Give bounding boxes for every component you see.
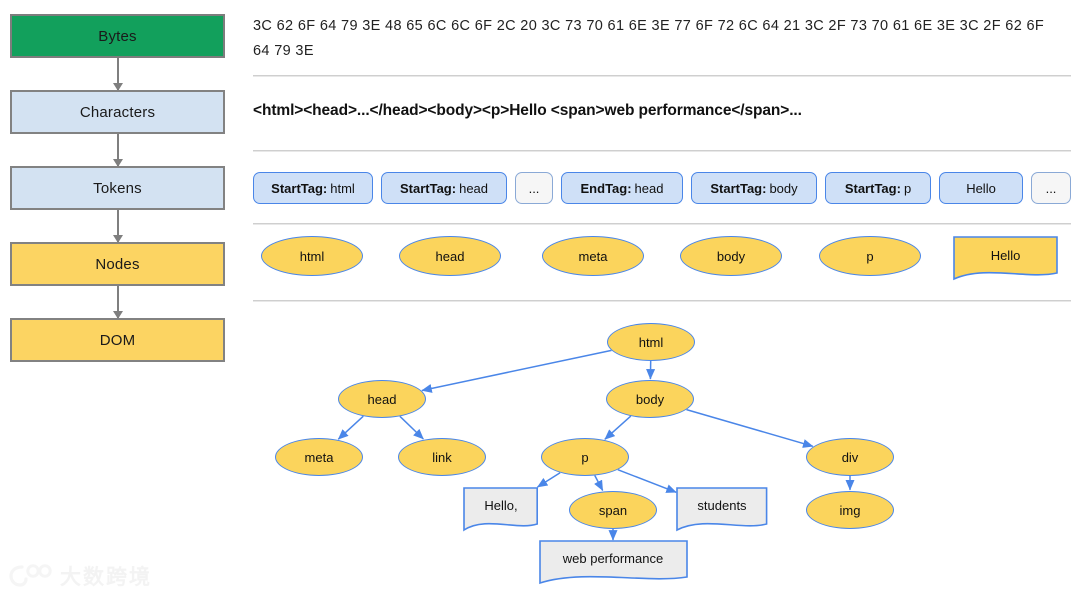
node-ellipse-body[interactable]: body [680, 236, 782, 276]
tree-edge-body-to-div [686, 408, 814, 448]
node-ellipse-meta[interactable]: meta [542, 236, 644, 276]
tree-node-label: img [839, 502, 861, 518]
divider-after-nodes [253, 300, 1071, 302]
token-chip-kind: StartTag: [271, 180, 328, 196]
tree-edge-html-to-head [421, 349, 612, 393]
token-chip-starttag-head[interactable]: StartTag:head [381, 172, 507, 204]
tree-node-label: meta [304, 449, 334, 465]
watermark-logo-icon [9, 564, 52, 587]
token-chip-name: Hello [966, 180, 996, 196]
token-chip-endtag-head[interactable]: EndTag:head [561, 172, 683, 204]
tree-node-span[interactable]: span [569, 491, 657, 529]
tree-edge-body-to-p [604, 415, 632, 440]
tree-edge-head-to-meta [337, 415, 364, 440]
token-chip-kind: StartTag: [844, 180, 901, 196]
divider-after-characters [253, 150, 1071, 152]
divider-after-bytes [253, 75, 1071, 77]
token-chip-kind: EndTag: [580, 180, 632, 196]
pipeline-stage-label: Tokens [93, 179, 142, 197]
node-ellipse-p[interactable]: p [819, 236, 921, 276]
node-label: body [716, 248, 746, 264]
token-chip--[interactable]: ... [1031, 172, 1071, 204]
tree-node-label: p [581, 449, 589, 465]
node-label: head [435, 248, 465, 264]
tree-node-label: div [841, 449, 859, 465]
token-chip-name: body [769, 180, 798, 196]
tree-node-body[interactable]: body [606, 380, 694, 418]
token-chip-name: head [634, 180, 664, 196]
tree-node-link[interactable]: link [398, 438, 486, 476]
tree-node-label: students [697, 497, 747, 513]
divider-after-tokens [253, 223, 1071, 225]
pipeline-stage-characters[interactable]: Characters [10, 90, 225, 134]
tree-node-label: body [635, 391, 665, 407]
pipeline-stage-label: DOM [99, 331, 136, 349]
watermark: 大数跨境 [8, 560, 152, 592]
bytes-hex-text: 3C 62 6F 64 79 3E 48 65 6C 6C 6F 2C 20 3… [253, 18, 1045, 59]
pipeline-stage-label: Characters [79, 103, 156, 121]
tree-node-label: web performance [562, 550, 664, 566]
node-text-hello[interactable]: Hello [953, 236, 1058, 282]
tree-edge-p-to-stud [617, 469, 677, 493]
token-chip-kind: StartTag: [399, 180, 457, 196]
pipeline-stage-label: Bytes [98, 27, 137, 45]
tree-node-meta[interactable]: meta [275, 438, 363, 476]
node-label: html [299, 248, 325, 264]
tree-node-label: head [367, 391, 397, 407]
tree-node-head[interactable]: head [338, 380, 426, 418]
tree-text-node-webp[interactable]: web performance [538, 540, 688, 586]
token-chip--[interactable]: ... [515, 172, 553, 204]
tree-node-img[interactable]: img [806, 491, 894, 529]
pipeline-arrow-nodes [113, 286, 123, 319]
tree-text-node-hello[interactable]: Hello, [463, 487, 539, 533]
node-label: p [866, 248, 874, 264]
token-chip-starttag-body[interactable]: StartTag:body [691, 172, 817, 204]
tree-node-label: span [598, 502, 628, 518]
tree-edge-p-to-hello [536, 472, 561, 488]
token-chip-name: ... [1045, 180, 1057, 196]
token-chip-starttag-p[interactable]: StartTag:p [825, 172, 931, 204]
pipeline-stage-dom[interactable]: DOM [10, 318, 225, 362]
node-ellipse-html[interactable]: html [261, 236, 363, 276]
pipeline-stage-bytes[interactable]: Bytes [10, 14, 225, 58]
pipeline-stage-label: Nodes [95, 255, 140, 273]
tree-node-label: link [432, 449, 452, 465]
tree-text-node-stud[interactable]: students [676, 487, 768, 533]
tree-node-label: html [638, 334, 664, 350]
token-chip-name: head [459, 180, 489, 196]
watermark-text: 大数跨境 [60, 565, 152, 589]
node-label: meta [578, 248, 608, 264]
tree-node-p[interactable]: p [541, 438, 629, 476]
node-ellipse-head[interactable]: head [399, 236, 501, 276]
token-chip-kind: StartTag: [710, 180, 767, 196]
pipeline-stage-nodes[interactable]: Nodes [10, 242, 225, 286]
token-chip-name: p [903, 180, 912, 196]
token-chip-starttag-html[interactable]: StartTag:html [253, 172, 373, 204]
dom-tree: html head body meta link p div Hello, span stud… [245, 302, 1080, 598]
token-chip-hello[interactable]: Hello [939, 172, 1023, 204]
tree-edge-p-to-span [594, 475, 604, 492]
pipeline-detail-column: 3C 62 6F 64 79 3E 48 65 6C 6C 6F 2C 20 3… [245, 0, 1080, 598]
tree-node-html[interactable]: html [607, 323, 695, 361]
pipeline-arrow-tokens [113, 210, 123, 243]
token-chip-name: ... [528, 180, 540, 196]
tree-node-div[interactable]: div [806, 438, 894, 476]
dom-tree-edges [337, 349, 855, 541]
pipeline-stage-tokens[interactable]: Tokens [10, 166, 225, 210]
tree-edge-head-to-link [399, 415, 424, 440]
pipeline-arrow-characters [113, 134, 123, 167]
tree-node-label: Hello, [484, 497, 518, 513]
token-chip-name: html [330, 180, 355, 196]
pipeline-arrow-bytes [113, 58, 123, 91]
characters-markup-text: <html><head>...</head><body><p>Hello <sp… [253, 102, 802, 119]
